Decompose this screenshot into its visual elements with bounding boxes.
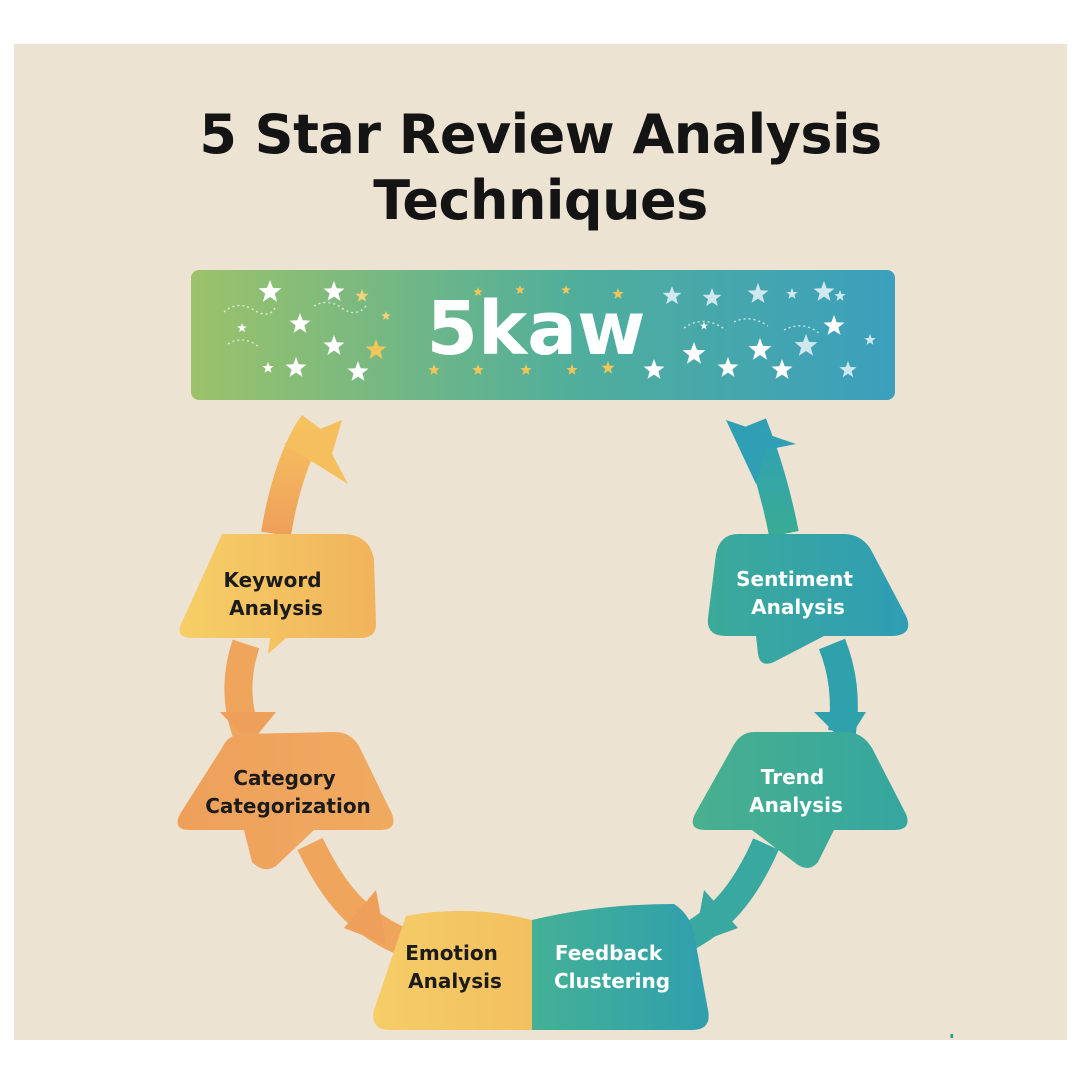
star-icon <box>355 289 369 302</box>
node-label-line: Feedback <box>555 941 663 965</box>
node-shape <box>707 534 909 664</box>
node-feedback-clustering: Feedback Clustering <box>532 904 709 1030</box>
star-icon <box>700 322 708 330</box>
star-icon <box>834 290 846 301</box>
star-icon <box>566 364 578 375</box>
arrowhead-up-right <box>726 420 796 484</box>
star-icon <box>682 342 706 364</box>
star-icon <box>285 357 307 377</box>
star-icon <box>520 364 532 375</box>
star-icon <box>428 364 440 375</box>
node-label: Category Categorization <box>205 766 371 818</box>
star-icon <box>473 287 483 296</box>
node-label-line: Analysis <box>408 969 502 993</box>
star-icon <box>381 311 391 320</box>
star-icon <box>864 334 876 345</box>
node-shape <box>692 732 908 868</box>
node-label: Emotion Analysis <box>405 941 505 993</box>
node-shape <box>179 534 376 654</box>
node-label-line: Clustering <box>554 969 670 993</box>
star-icon <box>786 288 798 299</box>
arrowhead-down-left <box>220 712 276 744</box>
star-icon <box>323 335 345 355</box>
star-icon <box>601 361 615 374</box>
node-label-line: Analysis <box>749 793 843 817</box>
constellation-icon <box>683 320 727 331</box>
arrowhead-up-left <box>284 420 348 484</box>
banner-text: 5kaw <box>426 286 645 372</box>
node-shape <box>177 732 394 870</box>
cycle-diagram: 5kaw Keyword Analysis <box>177 270 909 1030</box>
node-label-line: Sentiment <box>736 567 853 591</box>
node-trend-analysis: Trend Analysis <box>692 732 908 868</box>
node-label-line: Keyword <box>223 568 321 592</box>
banner-background <box>191 270 895 400</box>
arrowhead-to-feedback <box>694 890 738 944</box>
title-line-2: Techniques <box>373 169 708 232</box>
node-label-line: Trend <box>761 765 824 789</box>
star-icon <box>365 339 387 359</box>
node-label-line: Analysis <box>229 596 323 620</box>
node-label-line: Emotion <box>405 941 498 965</box>
star-icon <box>702 288 722 307</box>
star-icon <box>813 281 835 301</box>
star-icon <box>794 334 818 356</box>
node-label-line: Analysis <box>751 595 845 619</box>
star-icon <box>472 364 484 375</box>
title-line-1: 5 Star Review Analysis <box>199 103 882 166</box>
star-icon <box>717 357 739 377</box>
node-keyword-analysis: Keyword Analysis <box>179 534 376 654</box>
constellation-icon <box>783 325 821 335</box>
footer-watermark: T <box>947 1034 1027 1040</box>
node-label-line: Categorization <box>205 794 371 818</box>
star-icon <box>262 362 274 373</box>
banner-stars-decoration <box>223 280 876 381</box>
star-icon <box>839 361 857 378</box>
star-icon <box>561 285 571 294</box>
star-icon <box>289 313 311 333</box>
node-shape <box>373 910 532 1030</box>
star-icon <box>237 323 247 332</box>
star-icon <box>258 280 282 302</box>
star-icon <box>347 361 369 381</box>
node-label: Sentiment Analysis <box>736 567 860 619</box>
star-icon <box>643 359 665 379</box>
left-arrows <box>220 415 406 953</box>
star-icon <box>771 359 793 379</box>
banner: 5kaw <box>191 270 895 400</box>
node-label: Feedback Clustering <box>554 941 670 993</box>
node-category-categorization: Category Categorization <box>177 732 394 870</box>
constellation-icon <box>227 339 261 349</box>
arrowhead-to-emotion <box>344 890 386 944</box>
star-icon <box>662 286 682 305</box>
arrowhead-down-right <box>814 712 866 744</box>
node-label-line: Category <box>233 766 335 790</box>
star-icon <box>748 338 772 360</box>
page-title: 5 Star Review Analysis Techniques <box>14 102 1067 234</box>
star-icon <box>612 288 624 299</box>
diagram-canvas: 5 Star Review Analysis Techniques <box>14 44 1067 1040</box>
arrow-category-to-emotion <box>297 837 406 953</box>
node-sentiment-analysis: Sentiment Analysis <box>707 534 909 664</box>
constellation-icon <box>733 318 769 327</box>
right-arrows <box>675 418 866 953</box>
star-icon <box>515 285 525 294</box>
node-label: Keyword Analysis <box>223 568 328 620</box>
arrow-keyword-to-banner <box>261 415 327 537</box>
node-label: Trend Analysis <box>749 765 843 817</box>
constellation-icon <box>223 304 277 315</box>
node-shape <box>532 904 709 1030</box>
node-emotion-analysis: Emotion Analysis <box>373 910 532 1030</box>
star-icon <box>323 281 345 301</box>
star-icon <box>747 283 769 303</box>
star-icon <box>823 315 845 335</box>
footer-watermark-text: T <box>947 1034 1027 1040</box>
